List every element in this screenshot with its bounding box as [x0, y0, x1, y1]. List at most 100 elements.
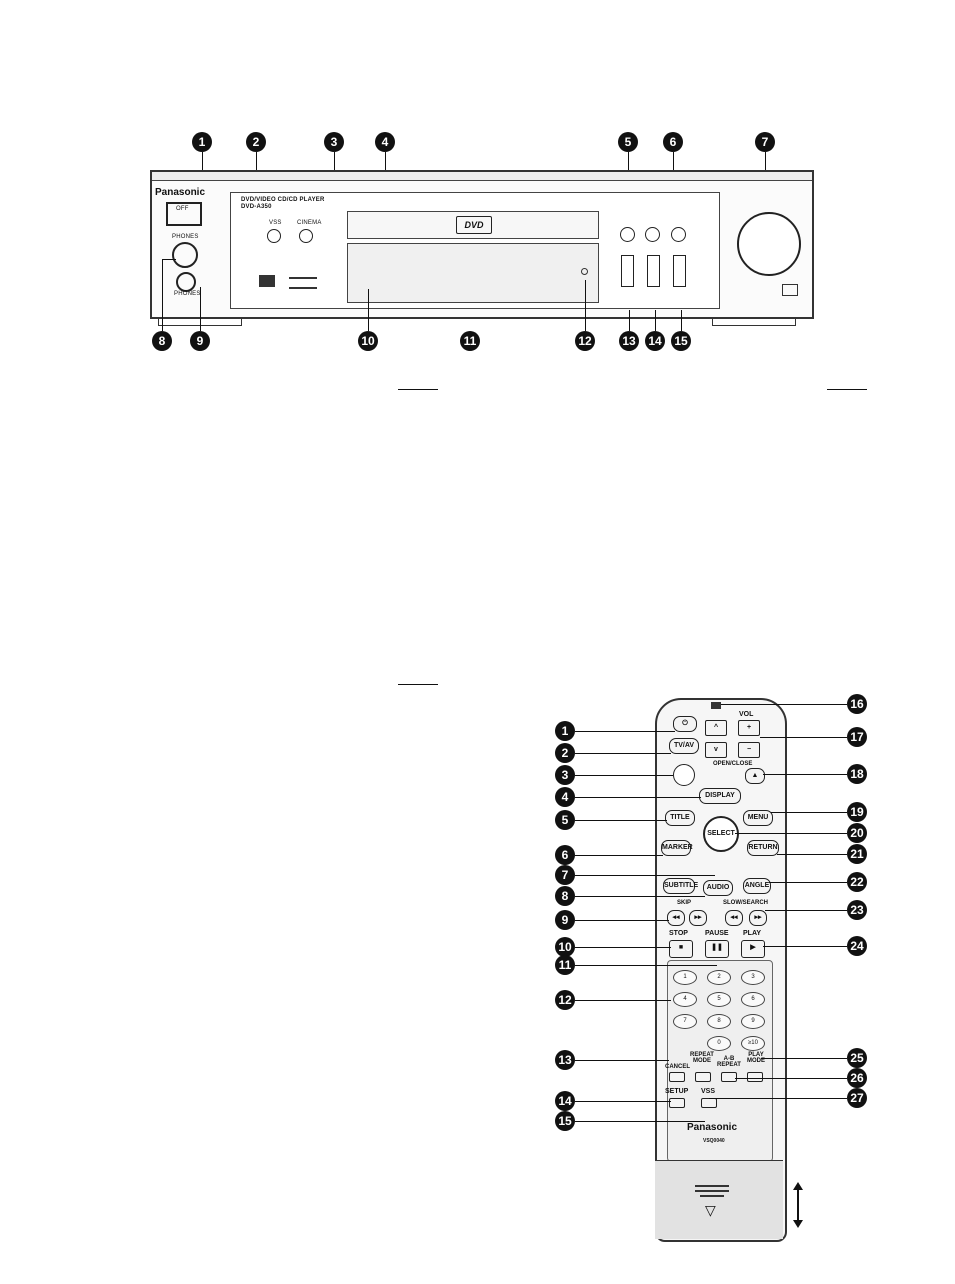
setup-label: SETUP — [665, 1088, 689, 1095]
display-button[interactable]: DISPLAY — [699, 788, 741, 804]
r-callout-18: 18 — [847, 764, 867, 784]
ch-down-button[interactable]: v — [705, 742, 727, 758]
tvav-button[interactable]: TV/AV — [669, 738, 699, 754]
rule-mark — [398, 684, 438, 685]
vss-label: VSS — [269, 220, 282, 226]
dvd-logo: DVD — [456, 216, 492, 234]
r-callout-13: 13 — [555, 1050, 575, 1070]
callout-14: 14 — [645, 331, 665, 351]
vol-label: VOL — [739, 711, 754, 718]
vss-button[interactable] — [267, 229, 281, 243]
skip-label: SKIP — [677, 900, 692, 906]
r-callout-14: 14 — [555, 1091, 575, 1111]
power-button[interactable]: OFF — [166, 202, 202, 226]
dolby-logo — [259, 275, 275, 287]
r-callout-16: 16 — [847, 694, 867, 714]
dvd-power-button[interactable] — [673, 764, 695, 786]
setup-button[interactable] — [669, 1098, 685, 1108]
center-panel: DVD/VIDEO CD/CD PLAYER DVD-A350 VSS CINE… — [230, 192, 720, 309]
remote-figure: ▽ ⏻ TV/AV ^ v VOL + − OPEN/CLOSE ▲ DISPL… — [555, 690, 875, 1242]
key-7[interactable]: 7 — [673, 1014, 697, 1029]
key-1[interactable]: 1 — [673, 970, 697, 985]
vss-button[interactable] — [701, 1098, 717, 1108]
key-2[interactable]: 2 — [707, 970, 731, 985]
callout-15: 15 — [671, 331, 691, 351]
vol-up-button[interactable]: + — [738, 720, 760, 736]
remote-sensor — [581, 268, 588, 275]
key-10plus[interactable]: ≥10 — [741, 1036, 765, 1051]
audio-button[interactable]: AUDIO — [703, 880, 733, 896]
slow-back-button[interactable]: ◂◂ — [725, 910, 743, 926]
open-close-button[interactable]: ▲ — [745, 768, 765, 784]
phones-level-knob[interactable] — [172, 242, 198, 268]
ch-up-button[interactable]: ^ — [705, 720, 727, 736]
play-label: PLAY — [743, 930, 762, 937]
play-button[interactable]: ▶ — [741, 940, 765, 958]
key-9[interactable]: 9 — [741, 1014, 765, 1029]
rule-mark — [398, 389, 438, 390]
key-8[interactable]: 8 — [707, 1014, 731, 1029]
display-window — [347, 243, 599, 303]
r-callout-22: 22 — [847, 872, 867, 892]
menu-button[interactable]: MENU — [743, 810, 773, 826]
tv-power-button[interactable]: ⏻ — [673, 716, 697, 732]
pause-button[interactable] — [647, 255, 660, 287]
key-3[interactable]: 3 — [741, 970, 765, 985]
callout-8: 8 — [152, 331, 172, 351]
skip-back-button[interactable]: ◂◂ — [667, 910, 685, 926]
stop-button[interactable] — [621, 255, 634, 287]
r-callout-21: 21 — [847, 844, 867, 864]
slow-search-label: SLOW/SEARCH — [723, 900, 768, 906]
key-0[interactable]: 0 — [707, 1036, 731, 1051]
open-close-button[interactable] — [620, 227, 635, 242]
r-callout-3: 3 — [555, 765, 575, 785]
play-mode-button[interactable] — [747, 1072, 763, 1082]
angle-button[interactable]: ANGLE — [743, 878, 771, 894]
key-5[interactable]: 5 — [707, 992, 731, 1007]
skip-forward-button[interactable]: ▸▸ — [689, 910, 707, 926]
open-close-label: OPEN/CLOSE — [713, 761, 753, 767]
play-button[interactable] — [673, 255, 686, 287]
r-callout-26: 26 — [847, 1068, 867, 1088]
stop-label: STOP — [669, 930, 688, 937]
subtitle-button[interactable]: SUBTITLE — [663, 878, 698, 894]
model-line1: DVD/VIDEO CD/CD PLAYER — [241, 197, 325, 203]
r-callout-1: 1 — [555, 721, 575, 741]
repeat-mode-button[interactable] — [695, 1072, 711, 1082]
stop-button[interactable]: ■ — [669, 940, 693, 958]
callout-12: 12 — [575, 331, 595, 351]
phones-level-label: PHONES — [172, 234, 199, 240]
callout-1: 1 — [192, 132, 212, 152]
player-chassis: Panasonic OFF PHONES PHONES DVD/VIDEO CD… — [150, 170, 814, 319]
digital-logo — [289, 277, 317, 289]
remote-model: VSQ0040 — [703, 1138, 725, 1144]
return-button[interactable]: RETURN — [747, 840, 779, 856]
skip-back-button[interactable] — [645, 227, 660, 242]
title-button[interactable]: TITLE — [665, 810, 695, 826]
callout-2: 2 — [246, 132, 266, 152]
key-6[interactable]: 6 — [741, 992, 765, 1007]
phones-jack[interactable] — [176, 272, 196, 292]
key-4[interactable]: 4 — [673, 992, 697, 1007]
pause-button[interactable]: ❚❚ — [705, 940, 729, 958]
callout-3: 3 — [324, 132, 344, 152]
marker-button[interactable]: MARKER — [661, 840, 693, 856]
select-button[interactable]: SELECT — [703, 816, 739, 852]
skip-forward-button[interactable] — [671, 227, 686, 242]
slow-forward-button[interactable]: ▸▸ — [749, 910, 767, 926]
r-callout-19: 19 — [847, 802, 867, 822]
jog-dial[interactable] — [737, 212, 801, 276]
ab-repeat-button[interactable] — [721, 1072, 737, 1082]
vol-down-button[interactable]: − — [738, 742, 760, 758]
r-callout-10: 10 — [555, 937, 575, 957]
rule-mark — [827, 389, 867, 390]
r-callout-27: 27 — [847, 1088, 867, 1108]
r-callout-5: 5 — [555, 810, 575, 830]
disc-tray[interactable]: DVD — [347, 211, 599, 239]
r-callout-24: 24 — [847, 936, 867, 956]
cancel-button[interactable] — [669, 1072, 685, 1082]
r-callout-9: 9 — [555, 910, 575, 930]
r-callout-23: 23 — [847, 900, 867, 920]
cinema-button[interactable] — [299, 229, 313, 243]
ir-window — [711, 702, 721, 709]
